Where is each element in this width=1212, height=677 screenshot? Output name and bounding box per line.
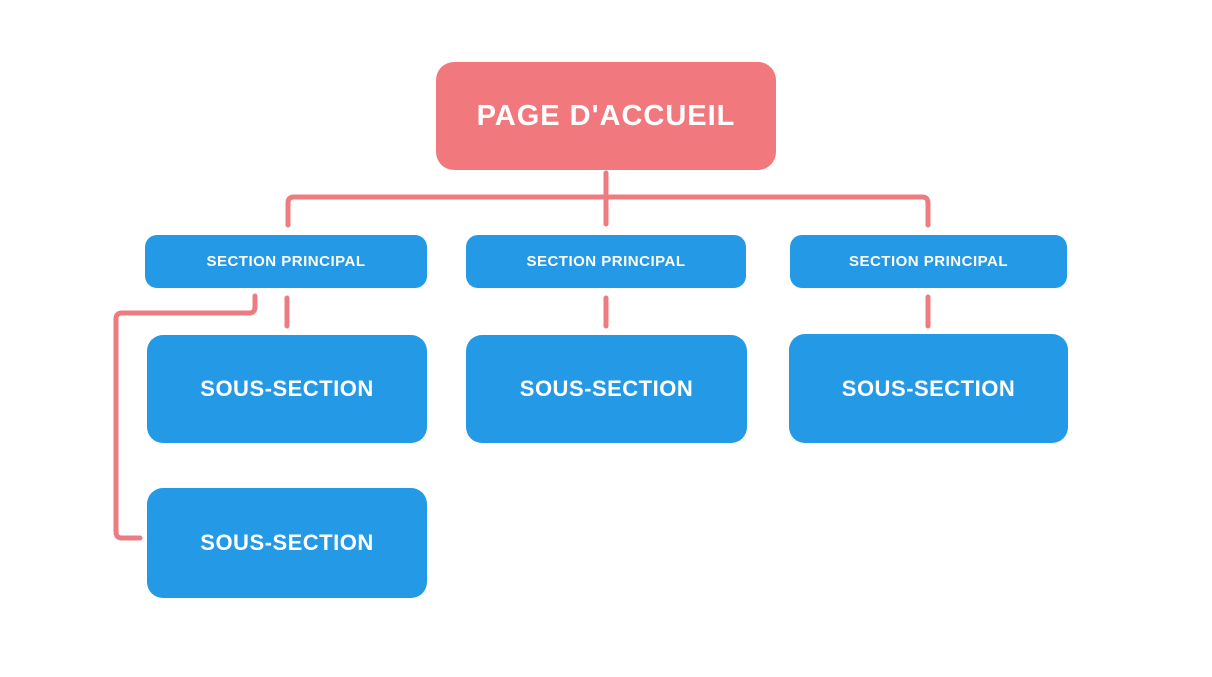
homepage-node-label: PAGE D'ACCUEIL: [476, 99, 736, 132]
main-section-node-3[interactable]: SECTION PRINCIPAL: [790, 235, 1067, 288]
subsection-node-3-1-label: SOUS-SECTION: [841, 375, 1016, 401]
subsection-node-2-1-label: SOUS-SECTION: [519, 376, 694, 401]
subsection-node-1-1-label: SOUS-SECTION: [200, 376, 374, 401]
main-section-node-2-label: SECTION PRINCIPAL: [526, 253, 686, 270]
main-section-node-3-label: SECTION PRINCIPAL: [848, 253, 1009, 270]
main-section-node-1-label: SECTION PRINCIPAL: [206, 253, 366, 270]
subsection-node-3-1[interactable]: SOUS-SECTION: [789, 334, 1068, 443]
connector-sections-rail: [285, 194, 931, 228]
homepage-node[interactable]: PAGE D'ACCUEIL: [436, 62, 776, 170]
subsection-node-1-1[interactable]: SOUS-SECTION: [147, 335, 427, 443]
subsection-node-1-2-label: SOUS-SECTION: [200, 530, 374, 555]
main-section-node-2[interactable]: SECTION PRINCIPAL: [466, 235, 746, 288]
main-section-node-1[interactable]: SECTION PRINCIPAL: [145, 235, 427, 288]
subsection-node-1-2[interactable]: SOUS-SECTION: [147, 488, 427, 598]
subsection-node-2-1[interactable]: SOUS-SECTION: [466, 335, 747, 443]
connector-section1-subsection2-elbow: [113, 293, 258, 541]
